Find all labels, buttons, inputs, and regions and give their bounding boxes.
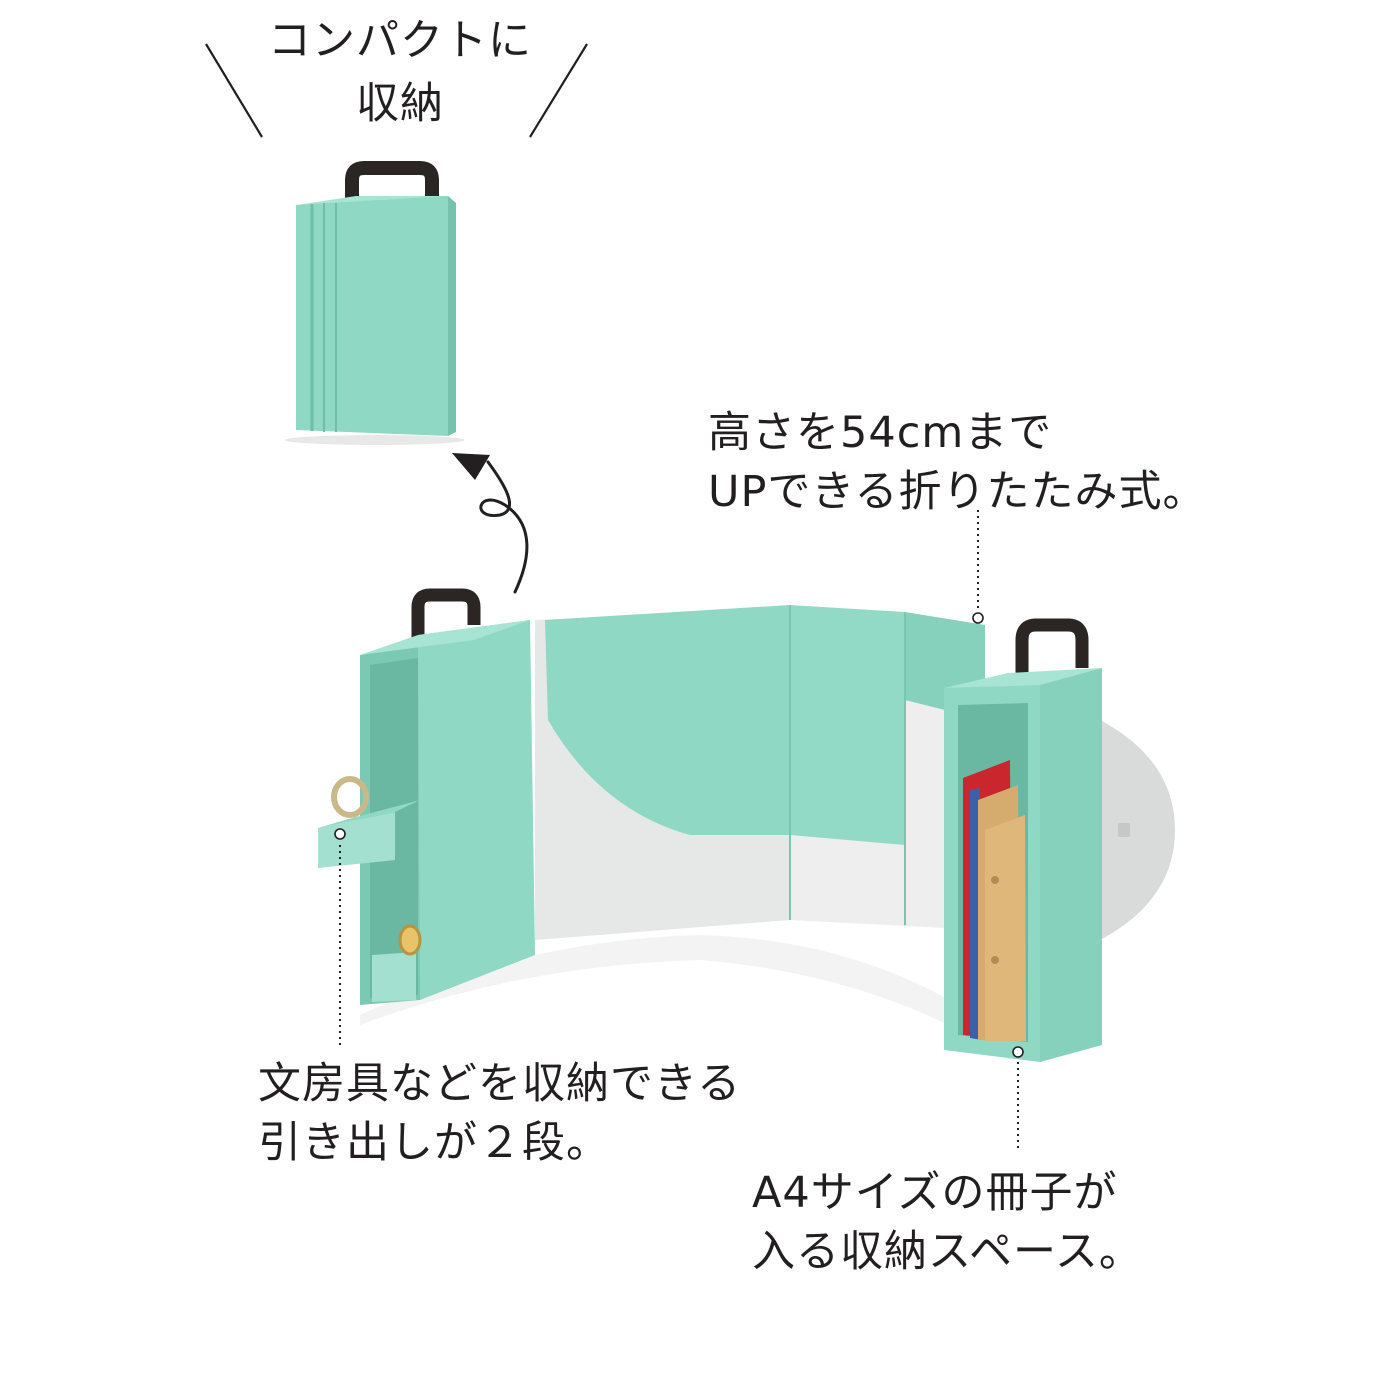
- leader-a4: [1012, 1046, 1024, 1148]
- drawer-lower: [372, 952, 416, 1002]
- back-flap-round: [1100, 720, 1175, 940]
- right-tower-side: [1040, 668, 1102, 1062]
- folded-box-front: [296, 196, 448, 436]
- caption-line: コンパクトに: [268, 16, 532, 66]
- screen-panel-1: [545, 605, 790, 835]
- caption-line: A4サイズの冊子が: [752, 1168, 1118, 1218]
- leader-drawers: [334, 828, 346, 1045]
- caption-line: 文房具などを収納できる: [258, 1059, 742, 1109]
- caption-foldable-height: 高さを54cmまで UPできる折りたたみ式。: [708, 412, 1207, 530]
- tape-roll-lower: [398, 924, 422, 956]
- folded-box-shadow: [285, 435, 465, 445]
- emphasis-line-left: [205, 43, 263, 138]
- caption-line: 引き出しが２段。: [258, 1118, 610, 1168]
- carry-handle-icon: [1015, 618, 1089, 676]
- carry-handle-icon: [345, 161, 439, 205]
- screen-panel-2: [790, 605, 905, 845]
- leader-height: [972, 510, 984, 624]
- caption-compact-storage: コンパクトに 収納: [0, 20, 800, 146]
- caption-stationery-drawers: 文房具などを収納できる 引き出しが２段。: [258, 1063, 741, 1181]
- drawer-upper: [318, 812, 395, 868]
- right-tower-top: [944, 668, 1102, 688]
- emphasis-line-right: [529, 43, 588, 138]
- folded-box-side: [448, 196, 456, 436]
- book-kraft-2: [985, 815, 1026, 1041]
- caption-line: UPできる折りたたみ式。: [708, 467, 1207, 517]
- caption-a4-storage-space: A4サイズの冊子が 入る収納スペース。: [752, 1172, 1143, 1290]
- left-tower-top: [360, 620, 530, 655]
- floor-shadow: [360, 935, 1010, 1060]
- caption-line: 収納: [356, 79, 444, 129]
- carry-handle-icon: [411, 588, 481, 640]
- curved-arrow-up-icon: [452, 453, 529, 594]
- caption-line: 高さを54cmまで: [708, 408, 1053, 458]
- left-tower-front: [418, 620, 535, 1000]
- unfolded-organizer: [318, 588, 1175, 1062]
- folded-box: [285, 161, 465, 445]
- tape-roll-upper: [331, 776, 369, 818]
- caption-line: 入る収納スペース。: [752, 1227, 1143, 1277]
